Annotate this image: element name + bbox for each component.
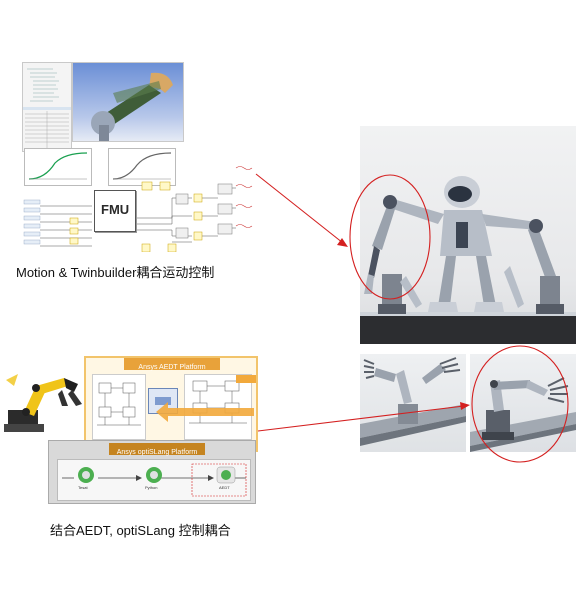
aedt-platform-title: Ansys AEDT Platform <box>138 364 206 371</box>
tree-lines <box>23 68 71 149</box>
aedt-circuit-right <box>184 374 252 440</box>
caption-top: Motion & Twinbuilder耦合运动控制 <box>16 265 215 280</box>
response-chart-2 <box>108 148 176 186</box>
response-chart-1 <box>24 148 92 186</box>
optislang-workflow: Tesat Python AEDT <box>57 459 251 501</box>
arrow-to-rail-arm <box>257 402 470 432</box>
node-aedt-label: AEDT <box>219 485 230 490</box>
node-tesat-icon <box>78 467 94 483</box>
twinbuilder-block-diagram <box>23 166 253 252</box>
highlight-ellipse-upper <box>349 174 431 300</box>
orange-double-arrow <box>156 402 254 422</box>
twinbuilder-composite: FMU <box>22 62 258 252</box>
node-python-label: Python <box>145 485 158 490</box>
robot-arm-rail-shape <box>470 377 576 452</box>
workflow-node-python: Python <box>142 466 166 490</box>
linear-rail-hands-photo <box>360 354 466 452</box>
arrow-to-humanoid <box>255 173 348 247</box>
workflow-node-tesat: Tesat <box>74 466 98 490</box>
humanoid-robot-shape <box>360 176 576 344</box>
aedt-circuit-left <box>92 374 146 440</box>
optislang-platform-header: Ansys optiSLang Platform <box>109 443 205 456</box>
workflow-links <box>62 463 247 497</box>
robot-arm-render <box>72 62 184 142</box>
aedt-platform-header: Ansys AEDT Platform <box>124 358 220 371</box>
optislang-platform-title: Ansys optiSLang Platform <box>116 449 198 456</box>
robot-arm-rail-photo <box>470 354 576 452</box>
orange-arrow-top <box>236 375 256 383</box>
highlight-ellipse-lower <box>471 345 569 463</box>
humanoid-robot-photo <box>360 126 576 344</box>
node-tesat-label: Tesat <box>78 485 88 490</box>
fmu-block: FMU <box>94 190 136 232</box>
model-tree-panel <box>22 62 72 152</box>
arm-shape <box>91 72 173 141</box>
rail-hands-shape <box>360 357 466 446</box>
node-aedt-icon <box>216 466 236 484</box>
aedt-optislang-composite: Ansys AEDT Platform <box>48 356 258 504</box>
node-python-icon <box>146 467 162 483</box>
caption-bottom: 结合AEDT, optiSLang 控制耦合 <box>50 523 231 538</box>
fmu-label: FMU <box>101 202 130 217</box>
yellow-robot-arm-photo <box>4 374 82 432</box>
optislang-platform-panel: Ansys optiSLang Platform Tesat Python <box>48 440 256 504</box>
workflow-node-aedt: AEDT <box>214 466 238 490</box>
